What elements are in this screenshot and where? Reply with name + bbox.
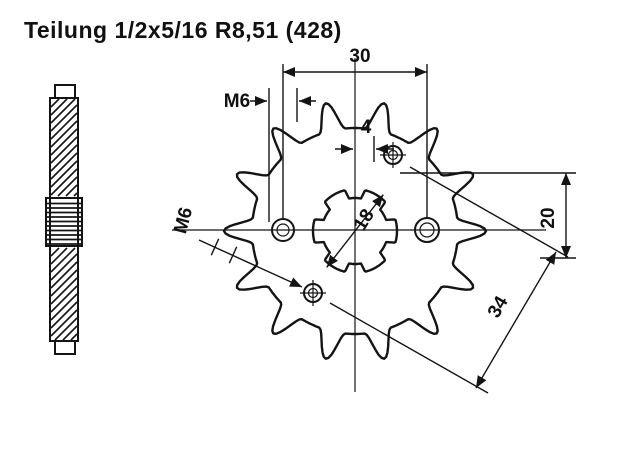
hatch-line <box>50 293 78 321</box>
hatch-line <box>50 277 78 305</box>
callout-m6-top: M6 <box>224 88 316 222</box>
sprocket-outline <box>222 102 488 360</box>
dimension-34: 34 <box>329 166 569 394</box>
dim-34-extension-lower <box>329 302 489 394</box>
hatch-line <box>54 317 78 341</box>
m6-left-tick-1 <box>210 238 220 256</box>
m6-top-label: M6 <box>224 91 250 112</box>
hatch-line <box>50 112 78 140</box>
hatch-line <box>50 98 60 108</box>
dimension-20: 20 <box>400 172 576 259</box>
drawing-title: Teilung 1/2x5/16 R8,51 (428) <box>24 17 342 43</box>
hatch-line <box>50 247 68 265</box>
dim-18-line <box>326 194 384 268</box>
dim-34-line <box>475 251 557 389</box>
hatch-line <box>50 98 76 124</box>
hatch-line <box>50 247 60 257</box>
dimension-30: 30 <box>282 46 428 219</box>
callout-m6-left: M6 <box>170 205 303 288</box>
hatch-line <box>50 309 78 337</box>
hatch-line <box>50 160 78 188</box>
hatch-line <box>50 120 78 148</box>
hatch-line <box>50 136 78 164</box>
bolt-hole-right-inner <box>419 222 435 238</box>
hatch-line <box>50 269 78 297</box>
side-hatch-upper <box>50 98 78 197</box>
m6-left-leader <box>198 239 303 288</box>
m6-left-tick-2 <box>228 246 238 264</box>
side-top-cap <box>54 84 76 99</box>
bolt-hole-left-inner <box>276 223 290 237</box>
hatch-line <box>50 104 78 132</box>
hatch-line <box>50 168 78 196</box>
hatch-line <box>70 333 78 341</box>
side-bottom-cap <box>54 340 76 355</box>
hatch-line <box>50 301 78 329</box>
dim-20-label: 20 <box>538 207 559 228</box>
dim-34-extension-upper <box>409 166 569 258</box>
hatch-line <box>65 184 78 197</box>
dim-30-label: 30 <box>349 46 370 67</box>
side-hatch-lower <box>50 247 78 341</box>
hatch-line <box>73 192 78 197</box>
m6-left-label: M6 <box>170 205 197 236</box>
hatch-line <box>50 144 78 172</box>
dimension-4: 4 <box>335 117 394 162</box>
side-teeth-band-outline <box>45 197 83 247</box>
hatch-line <box>57 176 78 197</box>
hatch-line <box>50 247 76 273</box>
dim-34-label: 34 <box>484 292 513 321</box>
hatch-line <box>50 285 78 313</box>
hatch-line <box>50 253 78 281</box>
hatch-line <box>50 128 78 156</box>
hatch-line <box>50 98 68 116</box>
side-teeth-band <box>47 202 81 245</box>
hatch-line <box>50 261 78 289</box>
side-view <box>45 84 83 355</box>
hatch-line <box>62 325 78 341</box>
hatch-line <box>50 152 78 180</box>
dim-4-label: 4 <box>361 117 372 138</box>
